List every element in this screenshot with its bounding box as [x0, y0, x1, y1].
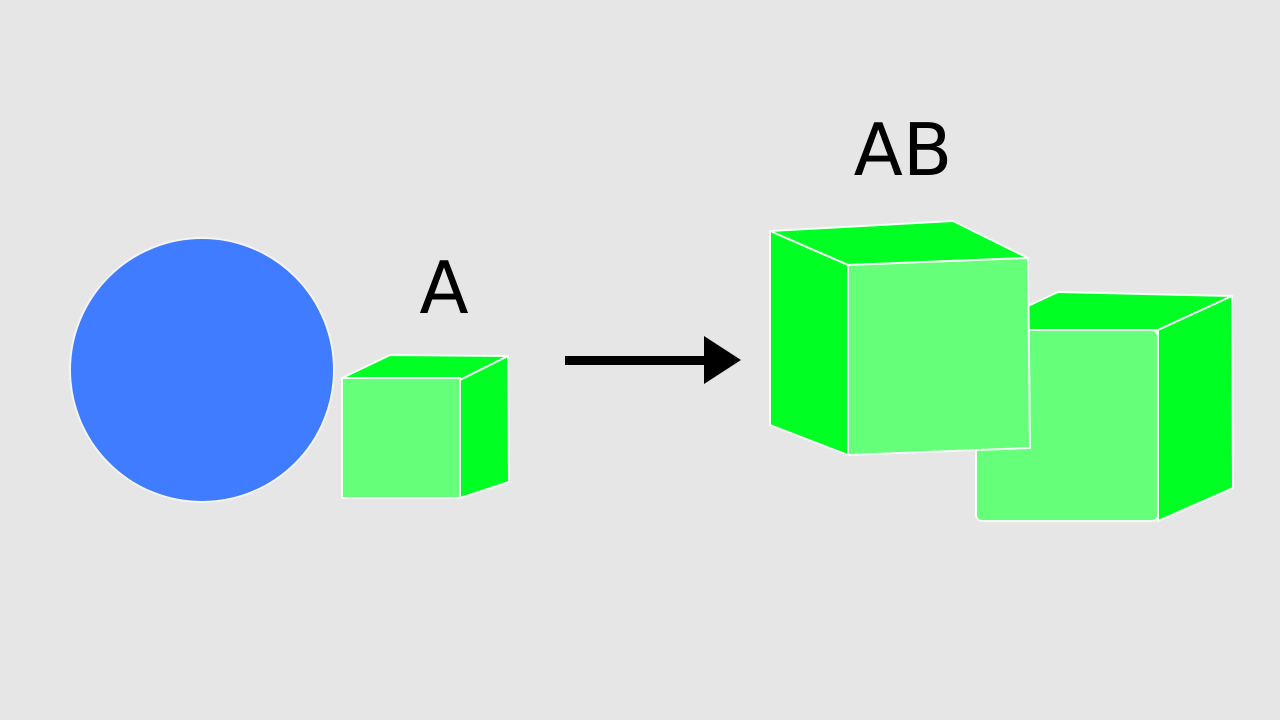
blue-circle: [69, 237, 335, 503]
cube-a: [341, 354, 510, 499]
cube-a-large-side: [769, 230, 849, 456]
cube-a-side: [459, 355, 510, 499]
cube-b-side: [1157, 295, 1234, 522]
label-a: A: [419, 246, 468, 330]
cube-a-front: [341, 377, 461, 499]
cube-a-front-large: [769, 220, 1031, 456]
cube-a-large-front: [847, 257, 1031, 456]
right-arrow-icon: [565, 336, 741, 384]
label-ab: AB: [854, 108, 953, 192]
